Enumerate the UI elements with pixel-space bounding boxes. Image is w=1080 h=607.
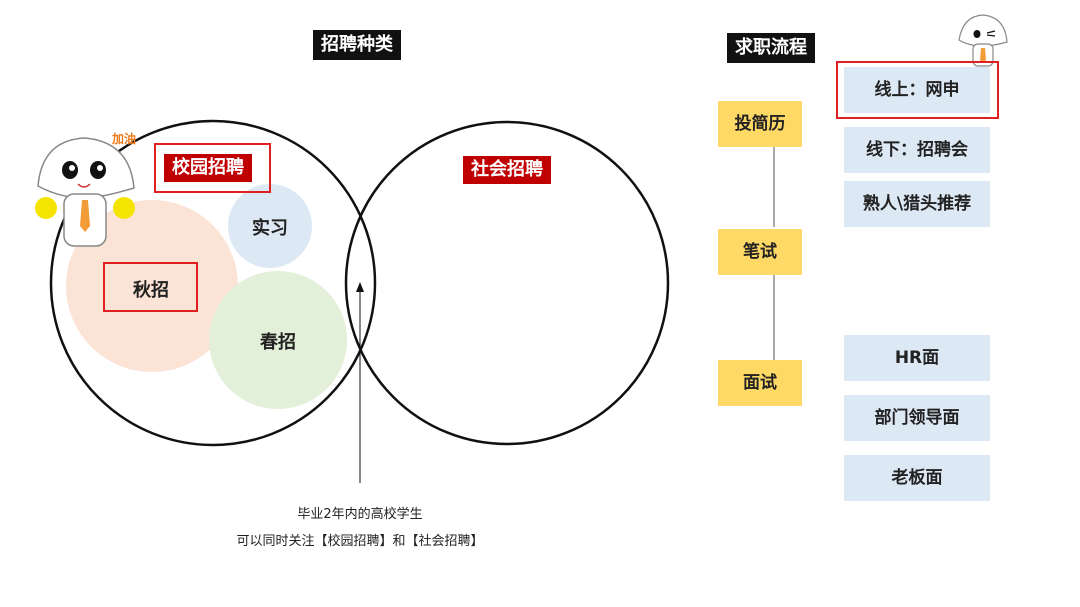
sub-hr-interview: HR面 [844, 335, 990, 381]
sub-job-fair: 线下：招聘会 [844, 127, 990, 173]
sub-boss-interview: 老板面 [844, 455, 990, 501]
venn-diagram [49, 119, 670, 483]
internship-label: 实习 [252, 218, 288, 239]
internship-bubble [228, 184, 312, 268]
spring-label: 春招 [260, 332, 296, 353]
sub-manager-interview: 部门领导面 [844, 395, 990, 441]
sub-online-apply: 线上：网申 [844, 67, 990, 113]
overlap-arrow-head [356, 282, 364, 292]
mascot-winking-icon [955, 12, 1011, 70]
autumn-label: 秋招 [133, 280, 169, 301]
campus-highlight-frame [154, 143, 271, 193]
spring-bubble [209, 271, 347, 409]
step-written-test: 笔试 [718, 229, 802, 275]
social-label: 社会招聘 [463, 156, 551, 184]
social-circle [344, 120, 670, 446]
online-apply-highlight-frame [836, 61, 999, 119]
campus-circle [49, 119, 377, 447]
note-line-2: 可以同时关注【校园招聘】和【社会招聘】 [236, 534, 484, 549]
process-connector [773, 145, 775, 360]
sub-referral: 熟人\猎头推荐 [844, 181, 990, 227]
mascot-cheering-icon [30, 128, 140, 253]
step-interview: 面试 [718, 360, 802, 406]
autumn-bubble [66, 200, 238, 372]
campus-label: 校园招聘 [164, 154, 252, 182]
autumn-highlight-frame [103, 262, 198, 312]
types-heading: 招聘种类 [313, 30, 401, 60]
mascot-cheer-text: 加油 [112, 132, 137, 146]
note-line-1: 毕业2年内的高校学生 [297, 507, 423, 522]
step-resume: 投简历 [718, 101, 802, 147]
process-heading: 求职流程 [727, 33, 815, 63]
